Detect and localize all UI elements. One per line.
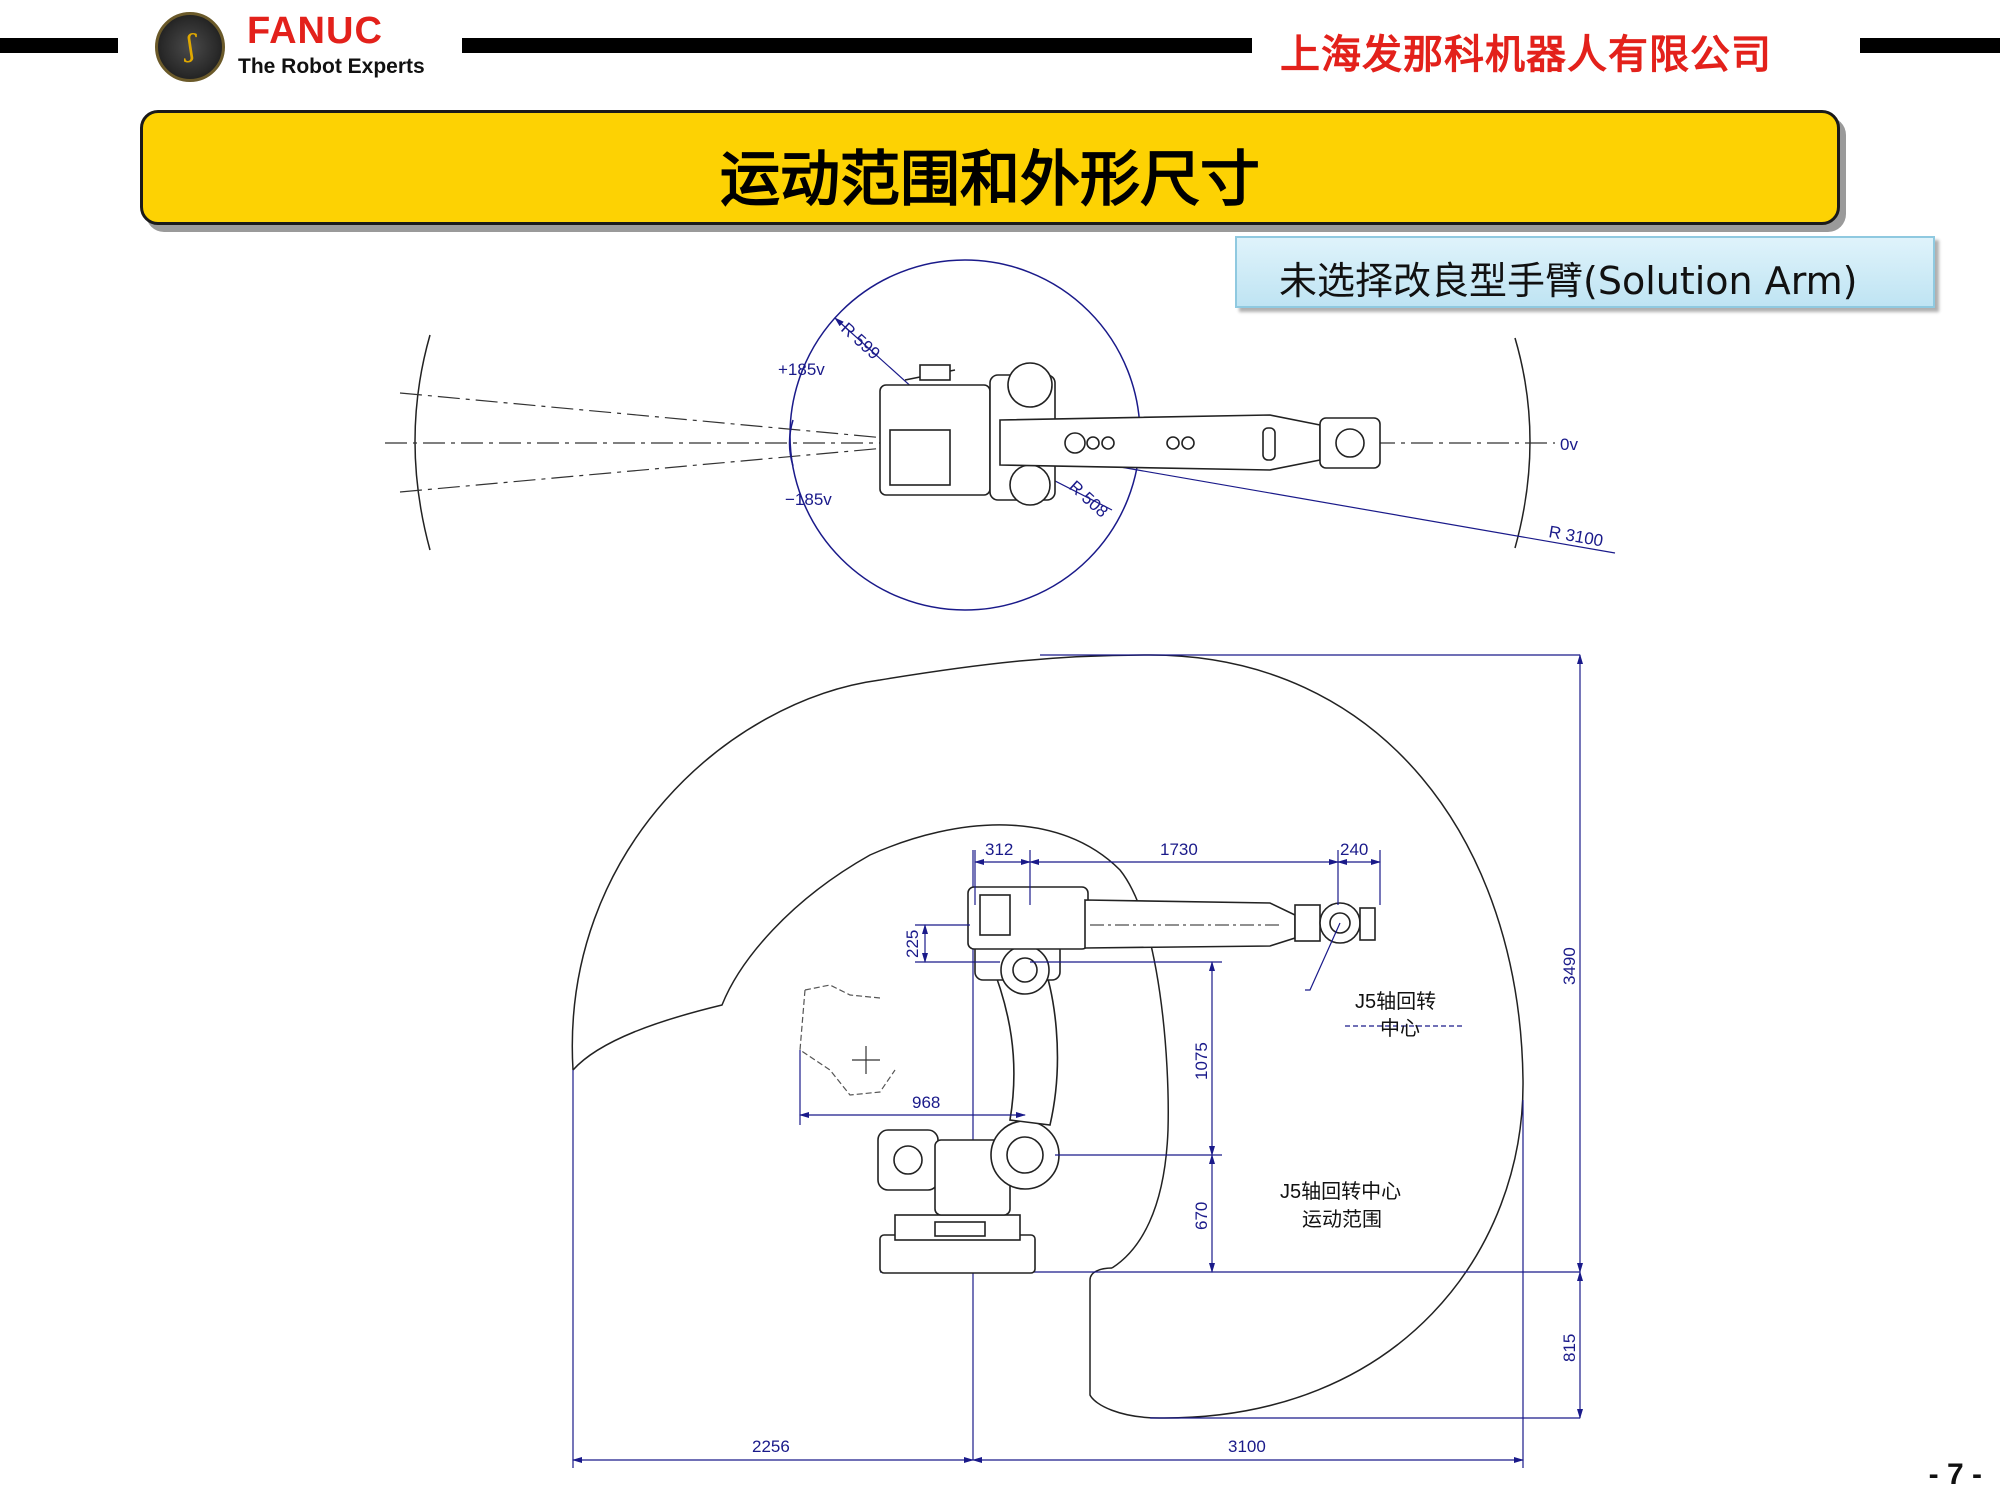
- dim-670: 670: [1192, 1202, 1211, 1230]
- subtitle-box: 未选择改良型手臂(Solution Arm): [1235, 236, 1935, 308]
- j5-center-label-1: J5轴回转: [1355, 990, 1436, 1013]
- dim-968: 968: [912, 1093, 940, 1112]
- dim-3490: 3490: [1560, 947, 1579, 985]
- minus185-line: [399, 447, 886, 493]
- robot-side-view: [877, 886, 1376, 1274]
- header-bar-middle: [462, 38, 1252, 53]
- fanuc-logo-icon: ʃ: [155, 12, 225, 82]
- j5-leader: [1305, 922, 1341, 991]
- j5-center-label-2: 中心: [1380, 1017, 1420, 1040]
- dim-312: 312: [985, 840, 1013, 859]
- robot-top-view: [879, 362, 1381, 506]
- dim-2256: 2256: [752, 1437, 790, 1456]
- brand-name: FANUC: [247, 10, 383, 52]
- dim-815: 815: [1560, 1334, 1579, 1362]
- dim-1075: 1075: [1192, 1042, 1211, 1080]
- label-minus185: −185v: [785, 490, 832, 509]
- dim-1730: 1730: [1160, 840, 1198, 859]
- logo-mark: ʃ: [186, 29, 196, 64]
- outer-arc-left: [414, 334, 431, 551]
- dim-240: 240: [1340, 840, 1368, 859]
- dim-3100: 3100: [1228, 1437, 1266, 1456]
- label-r599: R 599: [837, 319, 883, 363]
- dim-225: 225: [903, 930, 922, 958]
- angle-arc: [788, 419, 794, 467]
- label-plus185: +185v: [778, 360, 825, 379]
- header-bar-right: [1860, 38, 2000, 53]
- header-bar-left: [0, 38, 118, 53]
- side-view: 312 1730 240 225 968 1075 670 3490 815 2…: [571, 654, 1583, 1468]
- label-0v: 0v: [1560, 435, 1578, 454]
- outer-arc-right: [1514, 337, 1531, 549]
- brand-tagline: The Robot Experts: [238, 55, 425, 78]
- j5-range-label-1: J5轴回转中心: [1280, 1180, 1401, 1203]
- plus185-line: [399, 392, 886, 439]
- rear-silhouette: [799, 984, 896, 1096]
- label-r508: R 508: [1065, 477, 1111, 521]
- top-view: R 599 R 508 R 3100 +185v −185v 0v: [385, 259, 1616, 611]
- company-name: 上海发那科机器人有限公司: [1280, 32, 1772, 78]
- j5-range-label-2: 运动范围: [1302, 1208, 1382, 1231]
- page-title: 运动范围和外形尺寸: [720, 145, 1260, 215]
- title-banner: 运动范围和外形尺寸: [140, 110, 1840, 225]
- page-number: - 7 -: [1928, 1458, 1982, 1491]
- inner-envelope: [572, 824, 1169, 1269]
- subtitle: 未选择改良型手臂(Solution Arm): [1279, 259, 1858, 303]
